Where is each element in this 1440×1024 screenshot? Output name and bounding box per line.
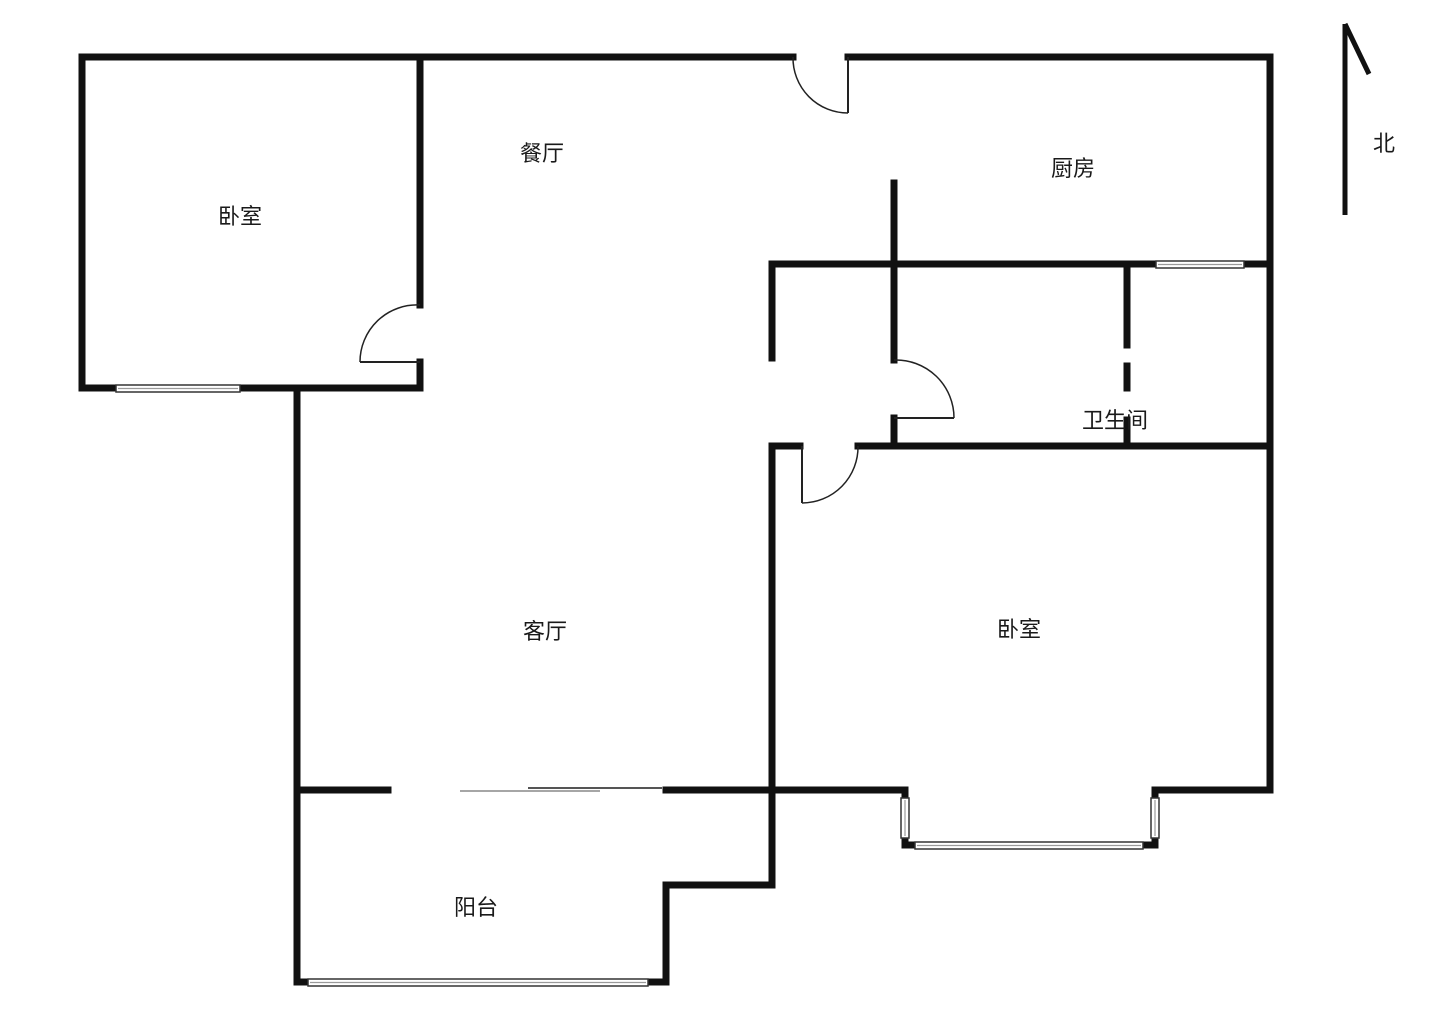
label-bedroom-nw: 卧室: [218, 205, 262, 230]
north-arrow: 北: [1342, 22, 1395, 215]
label-living-room: 客厅: [523, 620, 567, 645]
windows: [115, 260, 1245, 987]
north-arrow-head: [1342, 22, 1372, 76]
window-bay-left: [900, 797, 910, 839]
label-bedroom-se: 卧室: [997, 618, 1041, 643]
window-balcony: [307, 978, 649, 987]
bedroom-nw-door: [359, 304, 421, 363]
label-kitchen: 厨房: [1051, 157, 1095, 182]
label-balcony: 阳台: [454, 896, 498, 921]
window-bedroom-nw: [115, 384, 241, 393]
window-bay-bottom: [914, 841, 1144, 850]
entry-door: [792, 56, 849, 114]
bedroom-se-door: [801, 445, 859, 504]
label-dining-room: 餐厅: [520, 142, 564, 167]
north-label: 北: [1373, 132, 1395, 157]
sliding-door-balcony: [460, 787, 662, 792]
label-bathroom: 卫生间: [1082, 409, 1148, 434]
room-labels: 卧室 餐厅 厨房 卫生间 客厅 卧室 阳台: [218, 142, 1148, 921]
bathroom-door: [893, 359, 955, 419]
doors: [359, 56, 955, 504]
window-bay-right: [1150, 797, 1160, 839]
window-kitchen: [1155, 260, 1245, 269]
